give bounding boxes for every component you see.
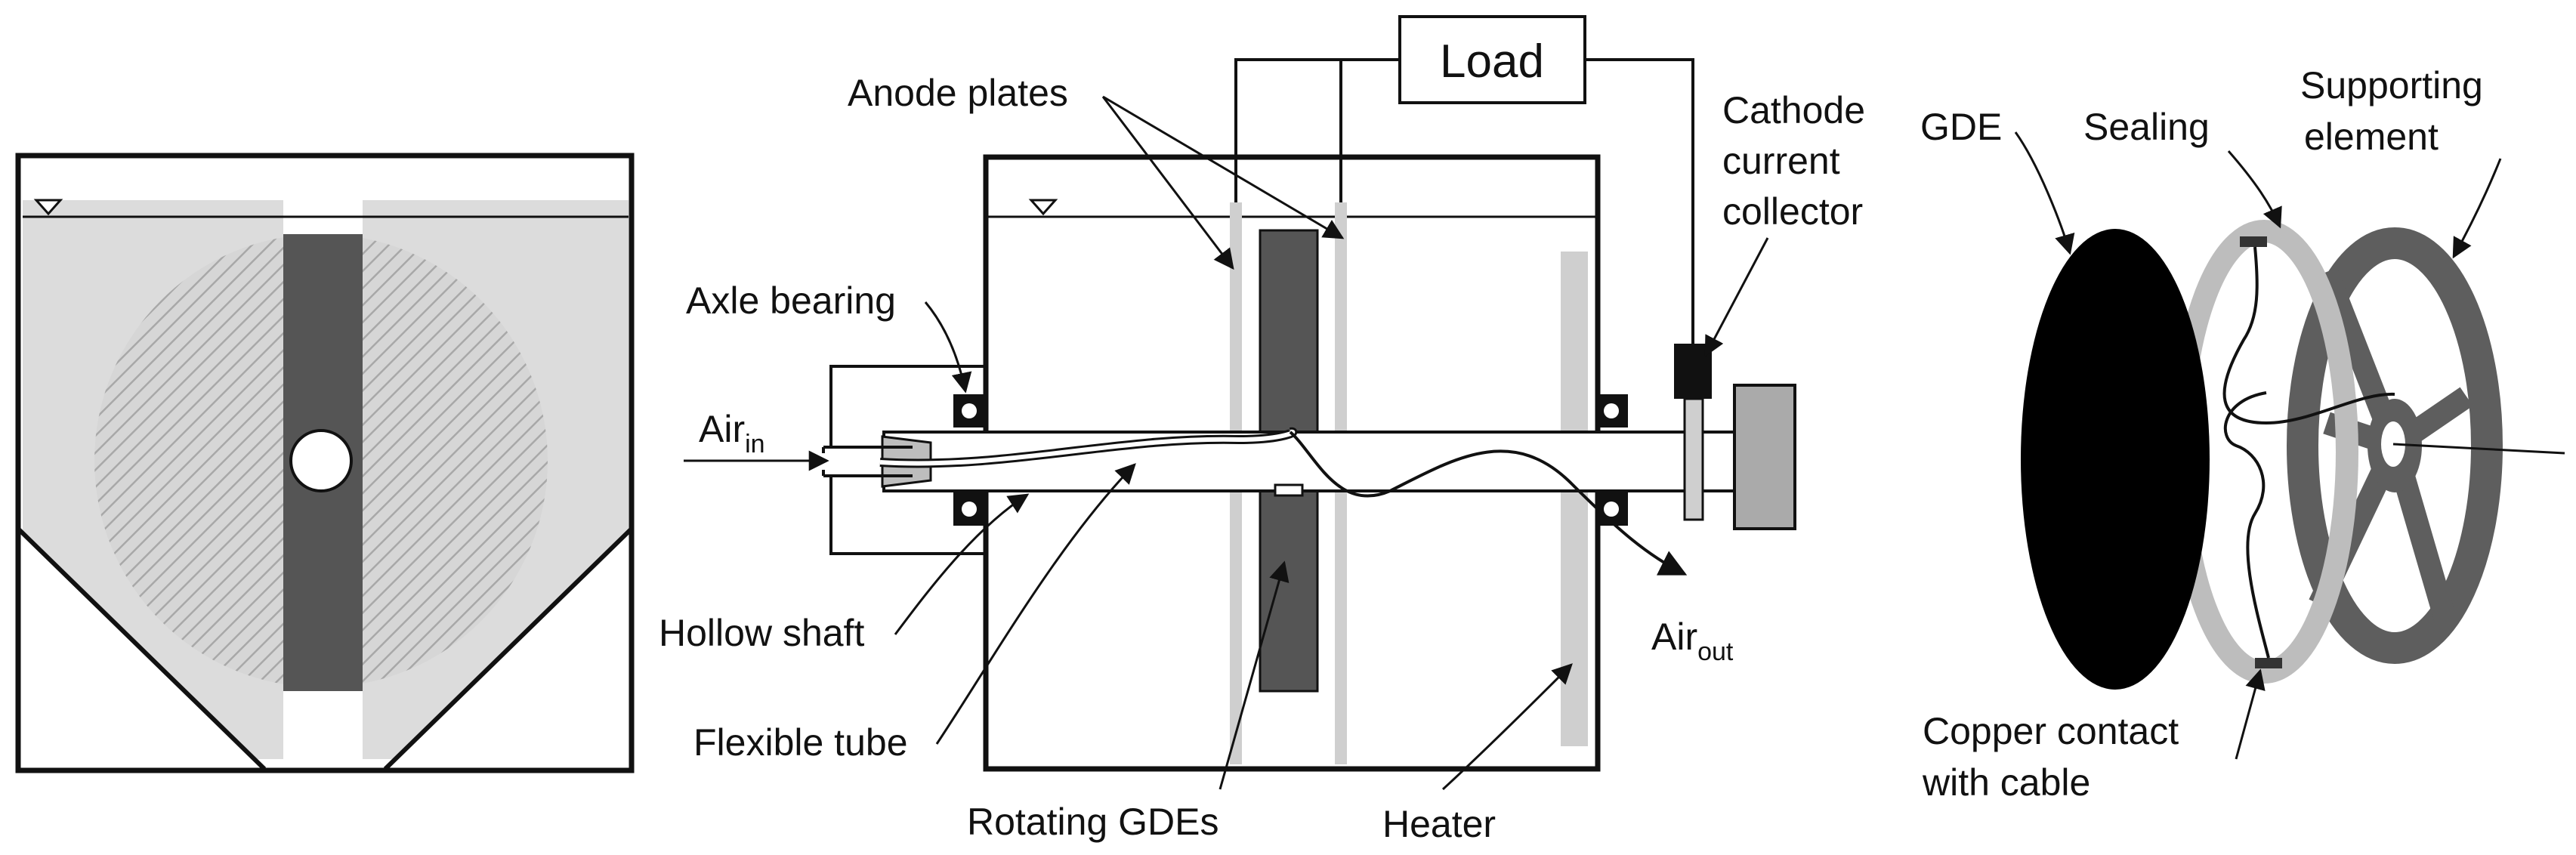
side-view-hopper-line-right (383, 526, 634, 771)
contact-cable-wire (2222, 246, 2395, 659)
supporting-label-line1: Supporting (2300, 64, 2483, 106)
axle-bearing-top-right (1595, 394, 1628, 428)
copper-label-line1: Copper contact (1923, 710, 2179, 752)
hollow-shaft-label: Hollow shaft (659, 612, 864, 654)
cathode-collector-rod (1683, 397, 1704, 521)
flexible-tube-leader (935, 463, 1136, 745)
rotating-gdes-leader (1219, 560, 1290, 790)
gde-label: GDE (1920, 106, 2002, 148)
axle-bearing-leader (924, 301, 972, 394)
side-view (15, 153, 635, 773)
axle-bearing-bottom-left (953, 492, 986, 526)
cathode-leader (1704, 237, 1769, 357)
anode-plates-leader-2 (1102, 95, 1345, 239)
side-view-electrolyte-gap-lower (283, 680, 363, 763)
sealing-leader (2227, 150, 2282, 229)
heater-label: Heater (1382, 803, 1496, 845)
copper-label-line2: with cable (1922, 761, 2090, 804)
air-in-label: Airin (699, 408, 765, 458)
supporting-leader (2452, 158, 2502, 259)
rotating-gde-lower (1259, 489, 1319, 693)
copper-leader (2235, 668, 2266, 760)
exploded-assembly: GDE Sealing Supporting element Copper co… (1920, 64, 2565, 804)
rotating-gdes-label: Rotating GDEs (967, 801, 1219, 843)
side-view-tank-outline (15, 153, 635, 773)
supporting-label-line2: element (2304, 116, 2439, 158)
supporting-element-shaft (2392, 443, 2565, 455)
copper-contact-bottom (2255, 658, 2282, 668)
flexible-tube-label: Flexible tube (693, 721, 908, 764)
sealing-label: Sealing (2083, 106, 2210, 148)
copper-contact-top (2240, 236, 2267, 247)
anode-plates-label: Anode plates (848, 72, 1068, 114)
motor-block (1733, 384, 1796, 530)
load-wire-anode (1234, 58, 1400, 202)
axle-bearing-label: Axle bearing (686, 279, 896, 322)
side-view-hopper-line-left (16, 526, 267, 771)
axle-bearing-bottom-right (1595, 492, 1628, 526)
anode-plates-leader-1 (1101, 96, 1234, 270)
load-box (1398, 15, 1586, 104)
bearing-bracket (829, 365, 986, 555)
cross-section-view: Load Anode plates Cathode current collec… (659, 15, 1865, 845)
water-level-icon (1028, 199, 1058, 216)
rotating-gde-upper (1259, 229, 1319, 436)
air-out-label: Airout (1651, 616, 1734, 666)
gde-hub (1274, 483, 1304, 497)
hollow-shaft-body (882, 431, 1743, 492)
flexible-tube-inner (879, 429, 1296, 466)
load-label: Load (1440, 35, 1544, 88)
gde-leader (2014, 131, 2075, 255)
hollow-shaft-leader (894, 493, 1030, 635)
cathode-label-line1: Cathode (1722, 89, 1865, 131)
supporting-element (2287, 227, 2503, 664)
axle-bearing-top-left (953, 394, 986, 428)
cathode-label-line3: collector (1722, 190, 1863, 233)
contact-cable (1289, 431, 1688, 576)
water-level-icon (33, 199, 63, 216)
side-view-shaft-hole (289, 429, 353, 492)
heater-leader (1441, 663, 1573, 791)
cathode-label-line2: current (1722, 140, 1840, 182)
load-wire-cathode (1585, 58, 1694, 344)
gde-disc (2021, 229, 2210, 690)
